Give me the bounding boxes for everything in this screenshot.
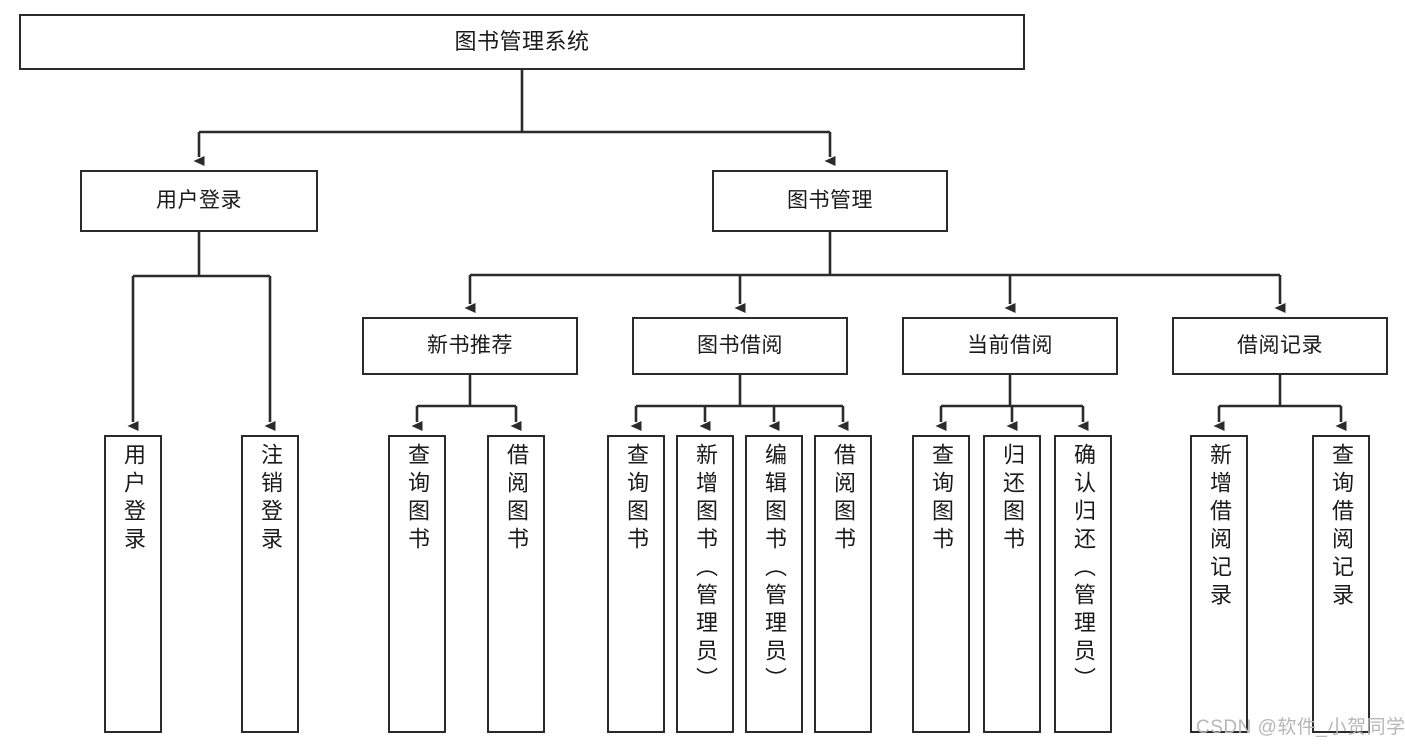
node-current-borrow-label: 当前借阅 (967, 334, 1053, 358)
node-user-login[interactable]: 用户登录 (80, 170, 318, 232)
leaf-user-login[interactable]: 用户登录 (104, 435, 162, 733)
node-new-book-recommend[interactable]: 新书推荐 (362, 317, 578, 375)
leaf-edit-book-admin-label: 编辑图书（管理员） (762, 443, 787, 695)
leaf-return-book[interactable]: 归还图书 (983, 435, 1041, 733)
node-book-borrow-label: 图书借阅 (697, 334, 783, 358)
leaf-edit-book-admin[interactable]: 编辑图书（管理员） (745, 435, 803, 733)
leaf-query-book-current-label: 查询图书 (929, 443, 954, 555)
leaf-query-book-current[interactable]: 查询图书 (912, 435, 970, 733)
csdn-watermark: CSDN @软件_小贺同学 (1196, 717, 1405, 738)
leaf-add-book-admin[interactable]: 新增图书（管理员） (676, 435, 734, 733)
leaf-query-borrow-record[interactable]: 查询借阅记录 (1312, 435, 1370, 733)
leaf-query-book-recommend-label: 查询图书 (405, 443, 430, 555)
node-book-management-label: 图书管理 (787, 189, 873, 213)
node-root-label: 图书管理系统 (454, 28, 590, 54)
leaf-borrow-book-recommend[interactable]: 借阅图书 (487, 435, 545, 733)
leaf-borrow-book-recommend-label: 借阅图书 (504, 443, 529, 555)
node-borrow-records-label: 借阅记录 (1237, 334, 1323, 358)
leaf-borrow-book[interactable]: 借阅图书 (814, 435, 872, 733)
node-book-management[interactable]: 图书管理 (712, 170, 948, 232)
leaf-query-book-borrow-label: 查询图书 (624, 443, 649, 555)
leaf-add-book-admin-label: 新增图书（管理员） (693, 443, 718, 695)
leaf-logout-label: 注销登录 (258, 443, 283, 555)
leaf-confirm-return-admin-label: 确认归还（管理员） (1071, 443, 1096, 695)
leaf-query-book-recommend[interactable]: 查询图书 (388, 435, 446, 733)
leaf-add-borrow-record[interactable]: 新增借阅记录 (1190, 435, 1248, 733)
leaf-user-login-label: 用户登录 (121, 443, 146, 555)
leaf-borrow-book-label: 借阅图书 (831, 443, 856, 555)
node-borrow-records[interactable]: 借阅记录 (1172, 317, 1388, 375)
node-book-borrow[interactable]: 图书借阅 (632, 317, 848, 375)
node-current-borrow[interactable]: 当前借阅 (902, 317, 1118, 375)
leaf-confirm-return-admin[interactable]: 确认归还（管理员） (1054, 435, 1112, 733)
leaf-add-borrow-record-label: 新增借阅记录 (1207, 443, 1232, 611)
leaf-query-borrow-record-label: 查询借阅记录 (1329, 443, 1354, 611)
leaf-logout[interactable]: 注销登录 (241, 435, 299, 733)
node-new-book-recommend-label: 新书推荐 (427, 334, 513, 358)
node-root[interactable]: 图书管理系统 (19, 14, 1025, 70)
leaf-query-book-borrow[interactable]: 查询图书 (607, 435, 665, 733)
node-user-login-label: 用户登录 (156, 189, 242, 213)
leaf-return-book-label: 归还图书 (1000, 443, 1025, 555)
